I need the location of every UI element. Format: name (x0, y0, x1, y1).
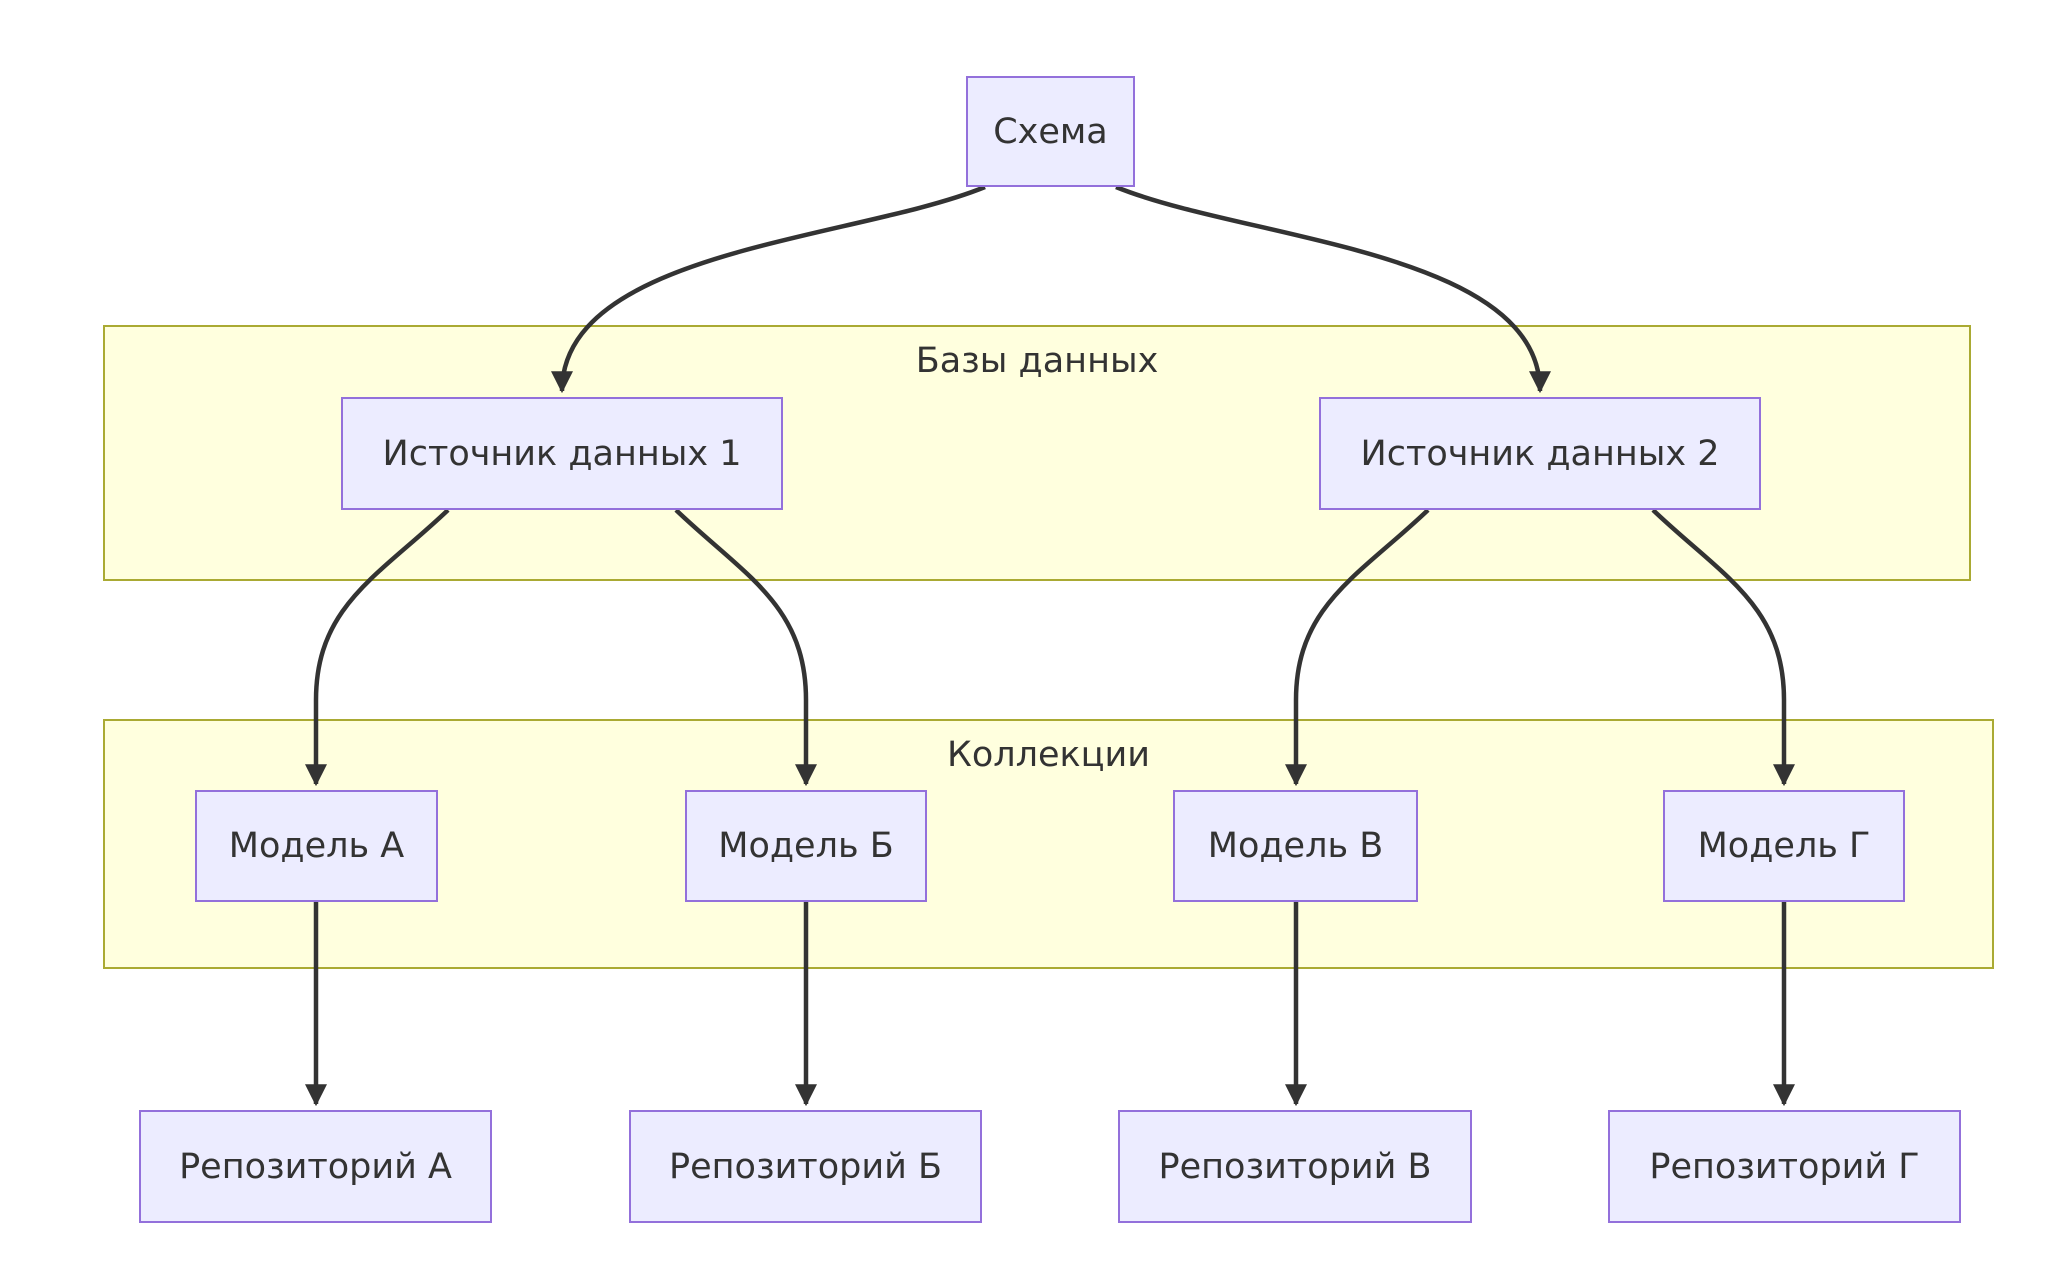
node-model-b-label: Модель Б (718, 826, 894, 866)
node-model-v-label: Модель В (1207, 826, 1384, 866)
node-datasource-1[interactable]: Источник данных 1 (341, 397, 783, 510)
node-datasource-2-label: Источник данных 2 (1360, 433, 1720, 474)
cluster-collections-label: Коллекции (947, 735, 1150, 775)
node-schema[interactable]: Схема (966, 76, 1135, 187)
node-repository-g[interactable]: Репозиторий Г (1608, 1110, 1961, 1223)
cluster-databases-label: Базы данных (915, 341, 1159, 381)
node-model-a[interactable]: Модель А (195, 790, 438, 902)
node-schema-label: Схема (993, 111, 1108, 152)
node-repository-v-label: Репозиторий В (1158, 1146, 1432, 1187)
node-repository-a-label: Репозиторий А (179, 1146, 452, 1187)
node-datasource-1-label: Источник данных 1 (382, 433, 742, 474)
node-repository-b[interactable]: Репозиторий Б (629, 1110, 982, 1223)
node-repository-b-label: Репозиторий Б (669, 1146, 942, 1187)
node-repository-v[interactable]: Репозиторий В (1118, 1110, 1472, 1223)
node-model-b[interactable]: Модель Б (685, 790, 927, 902)
node-model-g-label: Модель Г (1697, 826, 1871, 866)
node-model-g[interactable]: Модель Г (1663, 790, 1905, 902)
node-model-a-label: Модель А (228, 826, 405, 866)
node-repository-a[interactable]: Репозиторий А (139, 1110, 492, 1223)
node-model-v[interactable]: Модель В (1173, 790, 1418, 902)
node-datasource-2[interactable]: Источник данных 2 (1319, 397, 1761, 510)
node-repository-g-label: Репозиторий Г (1649, 1146, 1920, 1187)
